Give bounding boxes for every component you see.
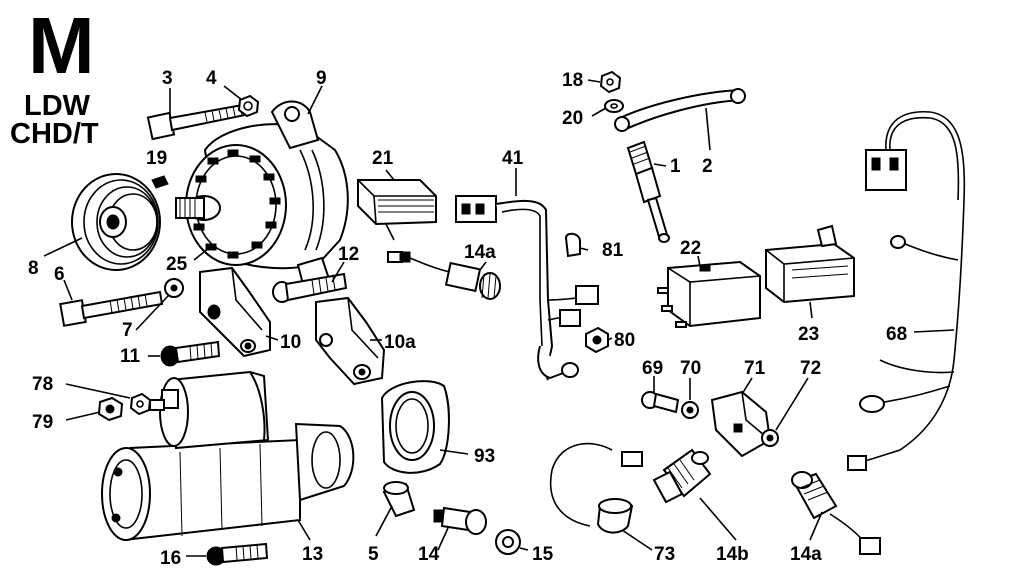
callout-20: 20: [562, 108, 583, 129]
callout-69: 69: [642, 358, 663, 379]
relay-22-part: [657, 260, 761, 328]
nut-78-part: [129, 392, 152, 416]
gasket-part: [380, 380, 450, 474]
nut-18-part: [599, 70, 622, 94]
callout-79: 79: [32, 412, 53, 433]
engine-variant: CHD/T: [10, 118, 99, 150]
bolt-12-part: [272, 272, 348, 303]
sensor-14a-bottom-part: [791, 471, 881, 555]
callout-14b: 14b: [716, 544, 749, 565]
harness-41-part: [455, 195, 599, 381]
sensor-73-part: [549, 442, 643, 534]
callout-3: 3: [162, 68, 173, 89]
leader-lines: [43, 79, 955, 557]
sensor-14a-top-part: [385, 223, 501, 300]
glow-plug-part: [626, 140, 670, 243]
callout-2: 2: [702, 156, 713, 177]
nut-4-part: [237, 94, 260, 118]
callout-41: 41: [502, 148, 524, 169]
washer-20-part: [604, 99, 624, 113]
callout-10: 10: [280, 332, 301, 353]
washer-70-part: [681, 401, 699, 419]
callout-18: 18: [562, 70, 583, 91]
callout-93: 93: [474, 446, 495, 467]
alternator-part: [175, 100, 349, 290]
washer-72-part: [761, 429, 779, 447]
module-23-part: [765, 224, 855, 304]
callout-16: 16: [160, 548, 181, 569]
callout-68: 68: [886, 324, 907, 345]
washer-15-part: [495, 529, 521, 555]
engine-model: LDW: [24, 90, 91, 122]
callout-4: 4: [206, 68, 217, 89]
starter-motor-part: [101, 370, 355, 542]
callout-1: 1: [670, 156, 681, 177]
cover-21-part: [357, 179, 437, 226]
nut-80-part: [585, 326, 609, 354]
callout-5: 5: [368, 544, 379, 565]
nut-79-part: [97, 396, 124, 422]
callout-9: 9: [316, 68, 327, 89]
callout-15: 15: [532, 544, 554, 565]
clip-81-part: [564, 232, 581, 258]
callout-14a-top: 14a: [464, 242, 496, 263]
callout-19: 19: [146, 148, 167, 169]
pulley-part: [71, 173, 161, 271]
callout-13: 13: [302, 544, 323, 565]
callout-71: 71: [744, 358, 766, 379]
harness-68-part: [847, 110, 966, 471]
callout-78: 78: [32, 374, 53, 395]
bracket-10a-part: [315, 296, 386, 386]
callout-22: 22: [680, 238, 701, 259]
callout-80: 80: [614, 330, 635, 351]
callout-21: 21: [372, 148, 394, 169]
callout-7: 7: [122, 320, 133, 341]
section-letter: M: [28, 1, 95, 90]
callout-14a-bottom: 14a: [790, 544, 822, 565]
callout-6: 6: [54, 264, 65, 285]
callout-72: 72: [800, 358, 821, 379]
key-19-part: [151, 175, 169, 189]
sensor-14b-part: [652, 448, 712, 504]
callout-25: 25: [166, 254, 188, 275]
sensor-14-part: [433, 506, 487, 535]
callout-11: 11: [120, 346, 141, 367]
callout-81: 81: [602, 240, 624, 261]
callout-73: 73: [654, 544, 675, 565]
callout-8: 8: [28, 258, 39, 279]
bolt-6-part: [59, 290, 164, 327]
callout-70: 70: [680, 358, 701, 379]
callout-10a: 10a: [384, 332, 416, 353]
screw-69-part: [641, 391, 680, 414]
bolt-16-part: [206, 542, 269, 566]
bracket-71-part: [710, 390, 772, 458]
strap-2-part: [614, 88, 746, 132]
washer-7-part: [164, 278, 184, 298]
callout-14: 14: [418, 544, 440, 565]
bracket-10-part: [199, 266, 271, 358]
cap-5-part: [382, 481, 416, 518]
callout-23: 23: [798, 324, 819, 345]
callout-12: 12: [338, 244, 359, 265]
bolt-11-part: [160, 340, 221, 367]
